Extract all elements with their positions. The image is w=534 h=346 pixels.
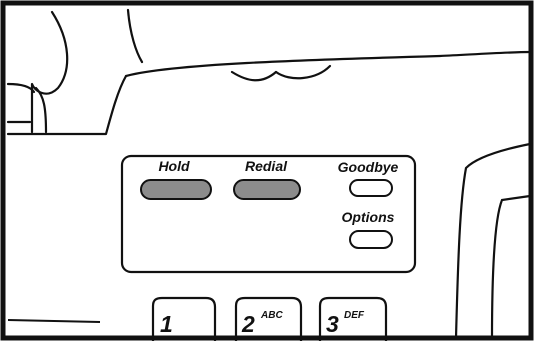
keypad: 1 2 ABC 3 DEF	[151, 296, 388, 341]
softkey-panel	[120, 154, 417, 274]
options-button[interactable]	[349, 230, 393, 249]
redial-label: Redial	[245, 158, 288, 174]
key-3-letters: DEF	[344, 310, 365, 321]
key-1-digit: 1	[160, 311, 173, 337]
hold-button[interactable]	[140, 179, 212, 200]
key-2[interactable]: 2 ABC	[234, 296, 303, 341]
display-bezel	[454, 142, 531, 339]
keypad-divider	[7, 319, 101, 323]
key-2-letters: ABC	[260, 310, 283, 321]
key-1[interactable]: 1	[151, 296, 217, 341]
hold-label: Hold	[158, 158, 190, 174]
redial-button[interactable]	[233, 179, 301, 200]
key-3[interactable]: 3 DEF	[318, 296, 388, 341]
goodbye-label: Goodbye	[338, 159, 399, 175]
options-label: Options	[342, 209, 395, 225]
key-2-digit: 2	[241, 311, 255, 337]
goodbye-button[interactable]	[349, 179, 393, 197]
key-3-digit: 3	[326, 311, 339, 337]
handset-cradle	[6, 8, 532, 136]
